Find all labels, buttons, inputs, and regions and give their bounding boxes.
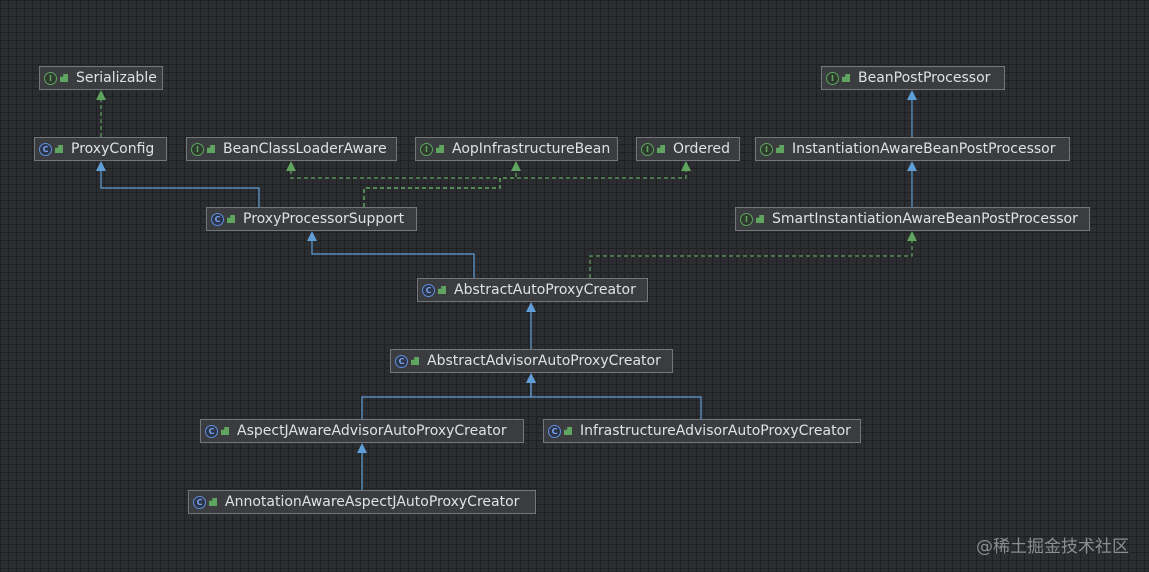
edge-infrastructure-advisor-auto-proxy-creator-to-abstract-advisor-auto-proxy-creator [530, 382, 702, 419]
interface-icon: I [826, 71, 839, 85]
public-visibility-icon [756, 215, 764, 223]
arrowhead-proxy-processor-support-to-bean-class-loader-aware [286, 161, 296, 171]
node-label: AnnotationAwareAspectJAutoProxyCreator [225, 494, 520, 510]
public-visibility-icon [55, 145, 63, 153]
node-proxy-processor-support[interactable]: C ProxyProcessorSupport [206, 207, 417, 231]
public-visibility-icon [209, 498, 217, 506]
node-label: AopInfrastructureBean [452, 141, 611, 157]
class-icon: C [39, 142, 52, 156]
node-label: BeanPostProcessor [858, 70, 991, 86]
node-label: AbstractAutoProxyCreator [454, 282, 636, 298]
public-visibility-icon [207, 145, 215, 153]
node-bean-post-processor[interactable]: I BeanPostProcessor [821, 66, 1005, 90]
interface-icon: I [44, 71, 57, 85]
node-instantiation-aware-bpp[interactable]: I InstantiationAwareBeanPostProcessor [755, 137, 1070, 161]
node-infrastructure-advisor-auto-proxy-creator[interactable]: C InfrastructureAdvisorAutoProxyCreator [543, 419, 861, 443]
arrowhead-abstract-auto-proxy-creator-to-proxy-processor-support [307, 231, 317, 241]
public-visibility-icon [60, 74, 68, 82]
node-abstract-advisor-auto-proxy-creator[interactable]: C AbstractAdvisorAutoProxyCreator [390, 349, 673, 373]
node-ordered[interactable]: I Ordered [636, 137, 740, 161]
arrowhead-proxy-processor-support-to-ordered [681, 161, 691, 171]
node-label: Serializable [76, 70, 157, 86]
node-label: ProxyProcessorSupport [243, 211, 405, 227]
node-label: InstantiationAwareBeanPostProcessor [792, 141, 1056, 157]
node-abstract-auto-proxy-creator[interactable]: C AbstractAutoProxyCreator [417, 278, 648, 302]
interface-icon: I [420, 142, 433, 156]
node-proxy-config[interactable]: C ProxyConfig [34, 137, 167, 161]
edge-proxy-processor-support-to-proxy-config [100, 170, 260, 207]
public-visibility-icon [411, 357, 419, 365]
arrowhead-smart-instantiation-aware-bpp-to-instantiation-aware-bpp [907, 161, 917, 171]
node-serializable[interactable]: I Serializable [39, 66, 163, 90]
public-visibility-icon [221, 427, 229, 435]
public-visibility-icon [564, 427, 572, 435]
arrowhead-instantiation-aware-bpp-to-bean-post-processor [907, 90, 917, 100]
public-visibility-icon [436, 145, 444, 153]
public-visibility-icon [842, 74, 850, 82]
public-visibility-icon [776, 145, 784, 153]
arrowhead-infrastructure-advisor-auto-proxy-creator-to-abstract-advisor-auto-proxy-creator [526, 373, 536, 383]
interface-icon: I [740, 212, 753, 226]
interface-icon: I [191, 142, 204, 156]
abstract-class-icon: C [422, 283, 435, 297]
class-icon: C [548, 424, 561, 438]
arrowhead-annotation-aware-aspectj-auto-proxy-creator-to-aspectj-aware-advisor-auto-proxy-creator [357, 443, 367, 453]
arrowhead-abstract-advisor-auto-proxy-creator-to-abstract-auto-proxy-creator [526, 302, 536, 312]
arrowhead-proxy-processor-support-to-aop-infrastructure-bean [511, 161, 521, 171]
interface-icon: I [641, 142, 654, 156]
edge-proxy-processor-support-to-ordered [363, 170, 687, 207]
node-bean-class-loader-aware[interactable]: I BeanClassLoaderAware [186, 137, 397, 161]
node-label: AspectJAwareAdvisorAutoProxyCreator [237, 423, 507, 439]
edge-abstract-auto-proxy-creator-to-smart-instantiation-aware-bpp [589, 240, 913, 278]
class-icon: C [205, 424, 218, 438]
public-visibility-icon [438, 286, 446, 294]
node-smart-instantiation-aware-bpp[interactable]: I SmartInstantiationAwareBeanPostProcesso… [735, 207, 1090, 231]
interface-icon: I [760, 142, 773, 156]
arrowhead-proxy-processor-support-to-proxy-config [96, 161, 106, 171]
arrowhead-proxy-config-to-serializable [96, 90, 106, 100]
node-label: SmartInstantiationAwareBeanPostProcessor [772, 211, 1078, 227]
node-label: InfrastructureAdvisorAutoProxyCreator [580, 423, 851, 439]
edge-abstract-auto-proxy-creator-to-proxy-processor-support [311, 240, 475, 278]
class-icon: C [211, 212, 224, 226]
edge-aspectj-aware-advisor-auto-proxy-creator-to-abstract-advisor-auto-proxy-creator [361, 382, 532, 419]
arrowhead-abstract-auto-proxy-creator-to-smart-instantiation-aware-bpp [907, 231, 917, 241]
node-label: ProxyConfig [71, 141, 155, 157]
watermark: @稀土掘金技术社区 [976, 537, 1129, 557]
node-label: Ordered [673, 141, 730, 157]
node-label: BeanClassLoaderAware [223, 141, 387, 157]
node-annotation-aware-aspectj-auto-proxy-creator[interactable]: C AnnotationAwareAspectJAutoProxyCreator [188, 490, 536, 514]
public-visibility-icon [227, 215, 235, 223]
class-icon: C [193, 495, 206, 509]
node-label: AbstractAdvisorAutoProxyCreator [427, 353, 661, 369]
node-aop-infrastructure-bean[interactable]: I AopInfrastructureBean [415, 137, 618, 161]
abstract-class-icon: C [395, 354, 408, 368]
node-aspectj-aware-advisor-auto-proxy-creator[interactable]: C AspectJAwareAdvisorAutoProxyCreator [200, 419, 524, 443]
public-visibility-icon [657, 145, 665, 153]
